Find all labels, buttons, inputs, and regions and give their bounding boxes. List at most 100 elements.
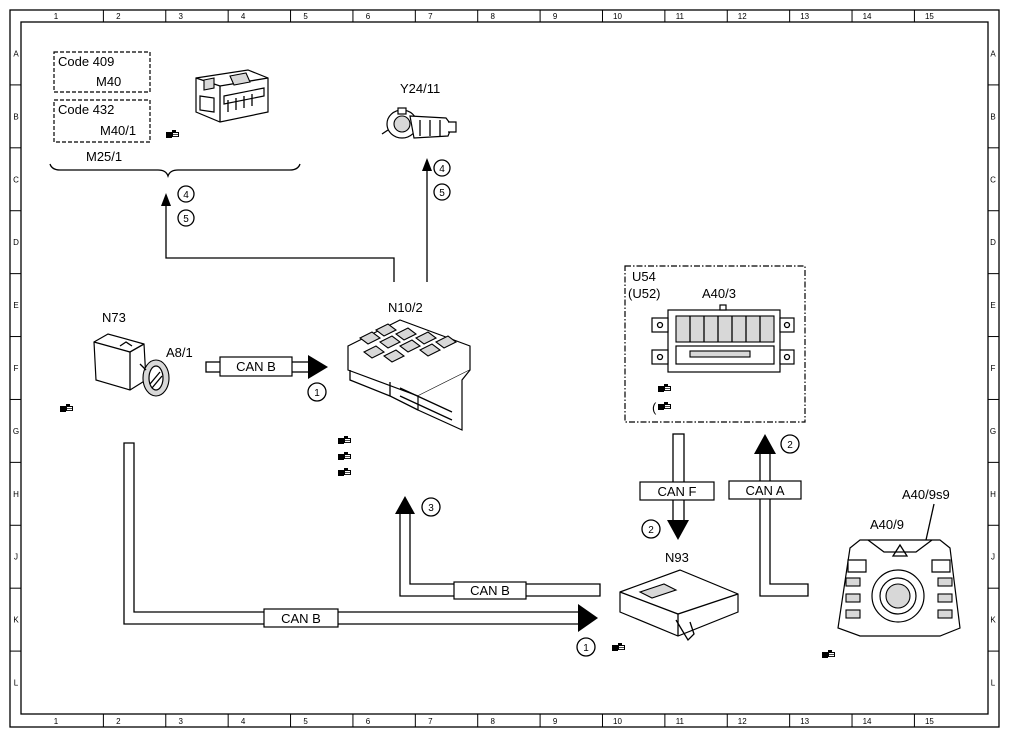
- a40-3-label: A40/3: [702, 286, 736, 301]
- grid-row-label: K: [990, 616, 996, 625]
- grid-column-label: 15: [925, 717, 934, 726]
- marker-1-n93: 1: [576, 637, 596, 657]
- grid-column-label: 14: [863, 12, 872, 21]
- u54-group: U54 (U52) A40/3 (: [624, 265, 806, 423]
- grid-row-label: H: [13, 490, 19, 499]
- reference-hand-icon: [60, 404, 73, 412]
- code-409-box: [53, 51, 151, 93]
- grid-row-label: B: [13, 112, 18, 121]
- marker-1-n10: 1: [307, 382, 327, 402]
- sam-module-icon: [347, 319, 471, 431]
- grid-row-label: C: [990, 175, 996, 184]
- grid-column-label: 9: [553, 12, 558, 21]
- grid-column-label: 15: [925, 12, 934, 21]
- grid-row-label: B: [990, 112, 995, 121]
- grid-row-label: C: [13, 175, 19, 184]
- grid-row-label: G: [13, 427, 19, 436]
- grid-column-label: 5: [303, 12, 308, 21]
- marker-3: 3: [421, 497, 441, 517]
- reference-hand-icon: [658, 384, 671, 392]
- m25-1-group: Code 409 M40 Code 432 M40/1 M25/1: [49, 51, 301, 179]
- grid-column-label: 4: [241, 12, 246, 21]
- grid-column-label: 10: [613, 12, 622, 21]
- grid-column-label: 9: [553, 717, 558, 726]
- grid-row-label: J: [991, 553, 995, 562]
- drawing-frame: [9, 9, 1000, 728]
- svg-text:3: 3: [428, 503, 434, 514]
- m25-1-label: M25/1: [86, 149, 122, 164]
- arrow-to-m25-1: [161, 193, 171, 206]
- marker-2-can-a: 2: [780, 434, 800, 454]
- marker-2-can-f: 2: [641, 519, 661, 539]
- grid-column-label: 14: [863, 717, 872, 726]
- grid-column-label: 3: [179, 717, 184, 726]
- n93-label: N93: [665, 550, 689, 565]
- grid-row-label: G: [990, 427, 996, 436]
- can-a-link-a40-9-u54: CAN A: [728, 434, 809, 597]
- reference-hand-icon: [658, 402, 671, 410]
- can-f-label: CAN F: [658, 484, 697, 499]
- motor-connector-icon: [195, 69, 269, 123]
- can-b-label: CAN B: [470, 583, 510, 598]
- control-panel-icon: [837, 539, 961, 637]
- n73-group: N73 A8/1: [60, 310, 193, 412]
- n10-2-group: N10/2: [338, 300, 471, 476]
- grid-column-label: 2: [116, 12, 121, 21]
- grid-row-label: A: [990, 49, 996, 58]
- grid-column-label: 7: [428, 12, 433, 21]
- can-b-link-n93-n10-2: CAN B: [395, 496, 601, 600]
- grid-column-label: 7: [428, 717, 433, 726]
- head-unit-icon: [651, 304, 795, 373]
- grid-row-label: K: [13, 616, 19, 625]
- reference-paren: (: [652, 400, 657, 415]
- m40-1-label: M40/1: [100, 123, 136, 138]
- grid-column-label: 12: [738, 12, 747, 21]
- wire-n10-2-to-m25-1: [165, 205, 395, 282]
- u54-label: U54: [632, 269, 656, 284]
- n93-module-icon: [619, 569, 739, 642]
- a40-9-group: A40/9s9 A40/9: [822, 487, 961, 658]
- svg-text:4: 4: [183, 190, 189, 201]
- marker-4-y24: 4: [433, 159, 451, 177]
- can-b-link-n73-n10-2: CAN B: [205, 355, 328, 379]
- y24-11-group: Y24/11: [381, 81, 457, 139]
- arrow-to-y24-11: [422, 158, 432, 171]
- reference-hand-icon: [338, 468, 351, 476]
- marker-5-y24: 5: [433, 183, 451, 201]
- grid-row-label: H: [990, 490, 996, 499]
- grid-column-label: 11: [676, 717, 685, 726]
- a40-9-label: A40/9: [870, 517, 904, 532]
- valve-icon: [381, 107, 457, 139]
- svg-text:2: 2: [648, 525, 654, 536]
- reference-hand-icon: [338, 436, 351, 444]
- grid-column-label: 8: [490, 717, 495, 726]
- grid-row-label: E: [13, 301, 18, 310]
- grid-row-label: L: [14, 679, 19, 688]
- n10-2-label: N10/2: [388, 300, 423, 315]
- reference-hand-icon: [338, 452, 351, 460]
- u54-box: [624, 265, 806, 423]
- svg-text:5: 5: [183, 214, 189, 225]
- grid-row-label: J: [14, 553, 18, 562]
- a8-1-label: A8/1: [166, 345, 193, 360]
- grid-row-label: F: [14, 364, 19, 373]
- can-b-label: CAN B: [236, 359, 276, 374]
- code-409-label: Code 409: [58, 54, 114, 69]
- n93-group: N93: [612, 550, 739, 651]
- svg-text:1: 1: [583, 643, 589, 654]
- n73-label: N73: [102, 310, 126, 325]
- grid-column-label: 13: [800, 717, 809, 726]
- grid-column-label: 11: [676, 12, 685, 21]
- grid-column-label: 2: [116, 717, 121, 726]
- reference-hand-icon: [612, 643, 625, 651]
- reference-hand-icon: [166, 130, 179, 138]
- can-b-link-n73-n93: CAN B: [123, 442, 598, 632]
- can-a-label: CAN A: [745, 483, 784, 498]
- grid-column-label: 3: [179, 12, 184, 21]
- marker-4-m25: 4: [177, 185, 195, 203]
